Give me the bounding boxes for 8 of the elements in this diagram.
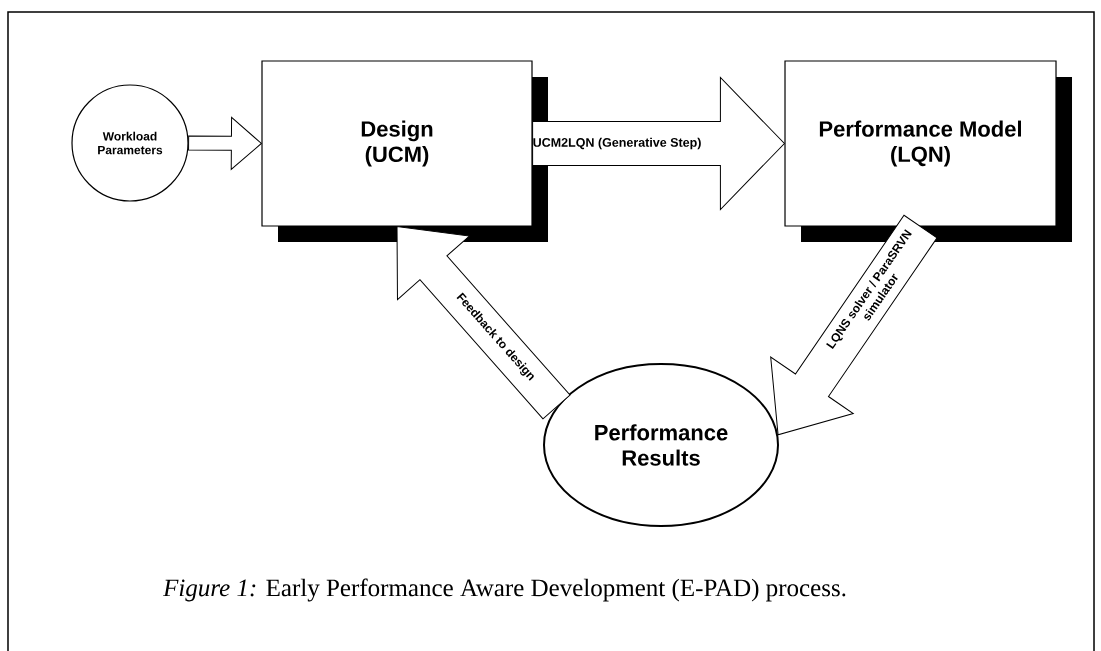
process-box: Design (UCM) (261, 60, 533, 227)
block-arrow (188, 116, 262, 170)
caption: Figure 1: Early Performance Aware Development (E-PAD) process. (162, 578, 846, 602)
block-arrow (770, 214, 938, 436)
block-arrow (532, 77, 785, 210)
edge-label: UCM2LQN (Generative Step) (533, 137, 701, 150)
block-arrow (396, 226, 571, 420)
process-box: Performance Model (LQN) (784, 60, 1057, 227)
